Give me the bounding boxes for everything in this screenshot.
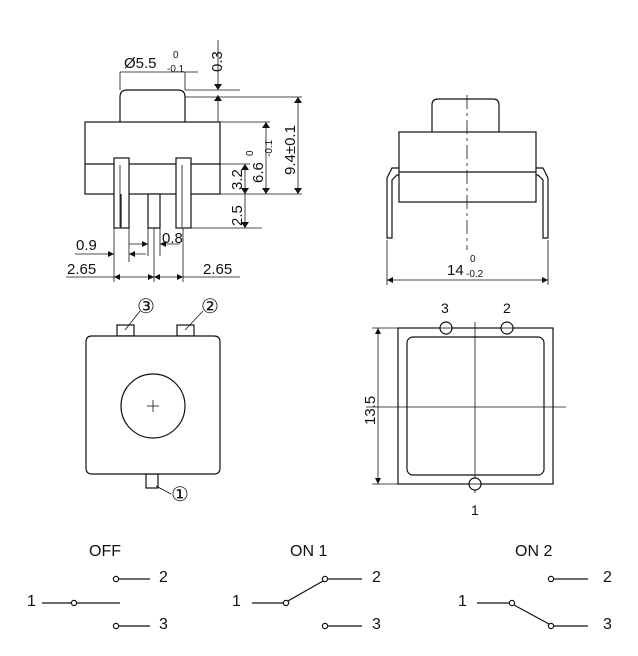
switch-terminal-3 bbox=[321, 622, 329, 630]
dim-pin-width: 0.9 bbox=[76, 237, 97, 254]
bottom-inner bbox=[406, 336, 545, 476]
side-cap bbox=[431, 98, 500, 132]
switch-state-on2: ON 2 1 2 3 bbox=[458, 543, 612, 633]
bottom-pin-label-1: 1 bbox=[471, 502, 479, 518]
switch-terminal-3 bbox=[547, 622, 555, 630]
side-view: 14 0 -0.2 bbox=[386, 95, 549, 285]
tab-pin-2 bbox=[176, 324, 195, 337]
bottom-pin-label-3: 3 bbox=[441, 300, 449, 316]
dim-cap-height: 0.3 bbox=[209, 51, 226, 72]
dim-body-tol-lower: -0.1 bbox=[264, 139, 275, 157]
front-body bbox=[84, 121, 221, 195]
dim-body-height: 6.6 bbox=[250, 162, 267, 183]
dim-width: 14 bbox=[447, 262, 464, 279]
dim-square: 13.5 bbox=[362, 396, 379, 425]
top-pin-label-1: ① bbox=[171, 484, 189, 506]
switch-common-label: 1 bbox=[458, 593, 467, 610]
switch-state-off: OFF 1 2 3 bbox=[27, 543, 168, 633]
dim-pin-length: 2.5 bbox=[229, 205, 246, 226]
front-cap bbox=[119, 89, 186, 122]
front-pin-middle bbox=[147, 193, 161, 229]
bottom-view: 3 2 1 13.5 bbox=[362, 300, 566, 518]
switch-terminal-3 bbox=[112, 622, 120, 630]
switch-title: ON 1 bbox=[290, 543, 327, 560]
switch-common-label: 1 bbox=[232, 593, 241, 610]
tab-pin-3 bbox=[116, 324, 135, 337]
switch-lower-label: 3 bbox=[603, 616, 612, 633]
dim-width-tol-upper: 0 bbox=[470, 254, 476, 265]
bottom-outer bbox=[397, 327, 554, 485]
top-view: ③ ② ① bbox=[85, 296, 221, 506]
switch-upper-label: 2 bbox=[372, 569, 381, 586]
top-button bbox=[120, 373, 186, 439]
top-pin-label-2: ② bbox=[201, 296, 219, 318]
switch-title: ON 2 bbox=[515, 543, 552, 560]
dim-pitch-left: 2.65 bbox=[67, 261, 96, 278]
switch-common-label: 1 bbox=[27, 593, 36, 610]
dim-body-tol-upper: 0 bbox=[245, 150, 256, 156]
switch-title: OFF bbox=[89, 543, 121, 560]
switch-upper-label: 2 bbox=[603, 569, 612, 586]
front-pin-right bbox=[175, 157, 192, 229]
switch-state-on1: ON 1 1 2 3 bbox=[232, 543, 381, 633]
switch-terminal-2 bbox=[321, 575, 329, 583]
dim-pitch-right: 2.65 bbox=[203, 261, 232, 278]
side-body bbox=[398, 131, 537, 203]
dim-diameter: Ø5.5 bbox=[124, 55, 157, 72]
dim-pin-gap: 0.8 bbox=[162, 230, 183, 247]
switch-lower-label: 3 bbox=[159, 616, 168, 633]
dim-total-height: 9.4±0.1 bbox=[282, 125, 299, 175]
dim-diameter-tol-upper: 0 bbox=[173, 50, 179, 61]
switch-upper-label: 2 bbox=[159, 569, 168, 586]
side-lead-right bbox=[536, 167, 549, 239]
top-pin-label-3: ③ bbox=[137, 296, 155, 318]
dim-width-tol-lower: -0.2 bbox=[466, 269, 484, 280]
side-lead-left bbox=[386, 167, 399, 239]
switch-terminal-2 bbox=[547, 575, 555, 583]
dim-pin-height: 3.2 bbox=[229, 169, 246, 190]
switch-terminal-2 bbox=[112, 575, 120, 583]
bottom-pin-label-2: 2 bbox=[503, 300, 511, 316]
switch-lower-label: 3 bbox=[372, 616, 381, 633]
dim-diameter-tol-lower: -0.1 bbox=[167, 64, 185, 75]
front-view: Ø5.5 0 -0.1 0.3 9.4±0.1 6.6 0 -0.1 3.2 bbox=[66, 40, 302, 282]
